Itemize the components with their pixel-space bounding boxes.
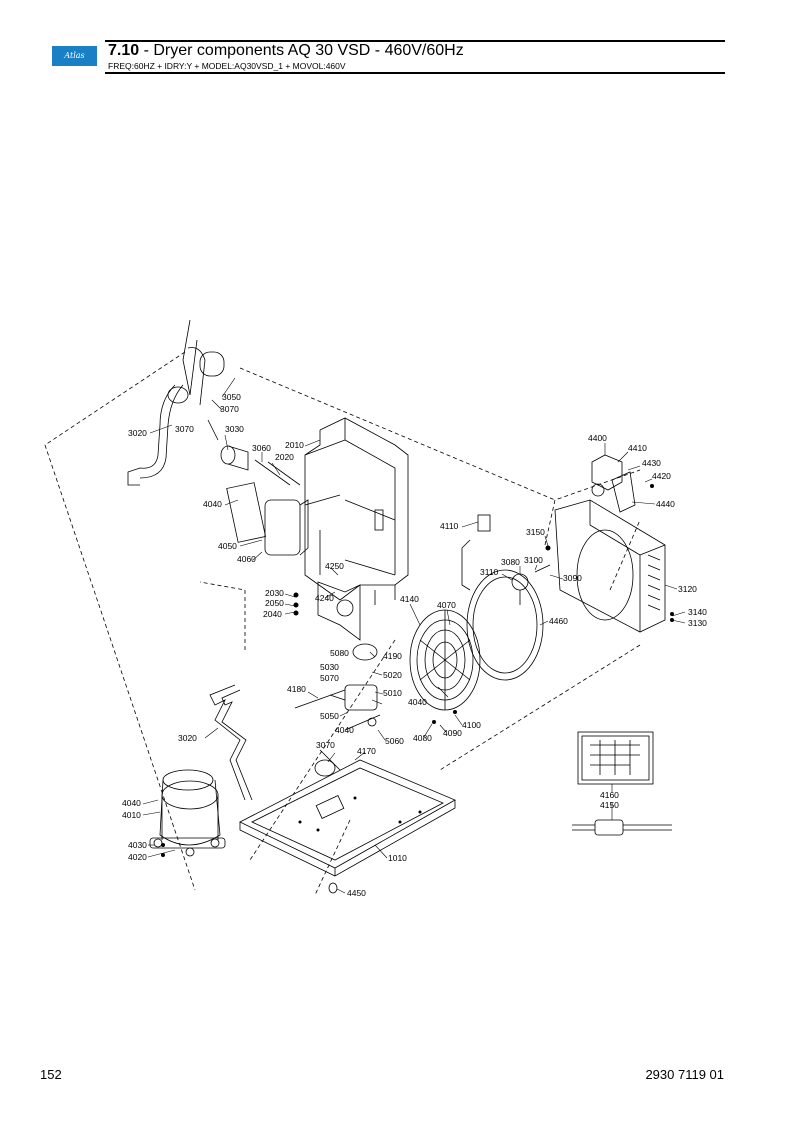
document-number: 2930 7119 01 [645, 1067, 724, 1082]
part-label: 3070 [316, 740, 335, 750]
fasteners [161, 484, 674, 857]
part-label: 3150 [526, 527, 545, 537]
part-label: 3070 [175, 424, 194, 434]
part-label: 1010 [388, 853, 407, 863]
part-label: 4040 [335, 725, 354, 735]
header-bottom-rule [105, 72, 725, 74]
part-label: 4020 [128, 852, 147, 862]
part-label: 4080 [413, 733, 432, 743]
part-label: 3030 [225, 424, 244, 434]
part-label: 3140 [688, 607, 707, 617]
part-label: 2050 [265, 598, 284, 608]
part-label: 4070 [437, 600, 456, 610]
condenser-coil [554, 499, 666, 633]
part-label: 3130 [688, 618, 707, 628]
part-label: 4420 [652, 471, 671, 481]
part-label: 4190 [383, 651, 402, 661]
part-label: 3100 [524, 555, 543, 565]
part-label: 4170 [357, 746, 376, 756]
page-number: 152 [40, 1067, 62, 1082]
part-label: 4090 [443, 728, 462, 738]
part-label: 3110 [480, 567, 499, 577]
part-label: 3080 [501, 557, 520, 567]
part-label: 4050 [218, 541, 237, 551]
part-label: 3060 [252, 443, 271, 453]
section-title: - Dryer components AQ 30 VSD - 460V/60Hz [139, 42, 464, 59]
discharge-pipe [209, 684, 253, 801]
atlas-copco-logo: Atlas Copco [52, 46, 97, 80]
part-label: 4060 [237, 554, 256, 564]
page-title: 7.10 - Dryer components AQ 30 VSD - 460V… [108, 42, 464, 60]
part-label: 5020 [383, 670, 402, 680]
leader-lines [142, 377, 686, 894]
heat-exchanger-block [304, 417, 409, 641]
part-label: 2040 [263, 609, 282, 619]
base-frame [239, 749, 456, 877]
solenoid-valve-assembly [294, 643, 381, 731]
part-label: 4430 [642, 458, 661, 468]
control-relay [591, 454, 636, 513]
part-label: 2010 [285, 440, 304, 450]
part-label: 4140 [400, 594, 419, 604]
part-label: 3020 [178, 733, 197, 743]
part-label: 4180 [287, 684, 306, 694]
compressor [149, 769, 226, 857]
part-label: 5030 [320, 662, 339, 672]
part-label: 2020 [275, 452, 294, 462]
wiring-diagram-sheet [577, 731, 654, 785]
part-label: 4410 [628, 443, 647, 453]
part-label: 4440 [656, 499, 675, 509]
part-label: 2030 [265, 588, 284, 598]
part-label: 3070 [220, 404, 239, 414]
part-label: 5010 [383, 688, 402, 698]
part-label: 3050 [222, 392, 241, 402]
part-label: 5060 [385, 736, 404, 746]
part-label: 4160 [600, 790, 619, 800]
part-label: 5050 [320, 711, 339, 721]
part-label: 4450 [347, 888, 366, 898]
section-number: 7.10 [108, 42, 140, 59]
filter-drier-parts [220, 445, 309, 556]
part-label: 4040 [408, 697, 427, 707]
condenser-fan [409, 569, 544, 711]
part-label: 4010 [122, 810, 141, 820]
part-label: 3090 [563, 573, 582, 583]
page-subtitle: FREQ:60HZ + IDRY:Y + MODEL:AQ30VSD_1 + M… [108, 61, 346, 71]
header-top-rule [105, 40, 725, 42]
part-label: 4150 [600, 800, 619, 810]
part-number-labels: 3050 3070 3070 3020 3030 3060 2010 2020 … [122, 392, 707, 898]
suction-pipe-assembly [127, 319, 225, 486]
part-label: 3120 [678, 584, 697, 594]
part-label: 4240 [315, 593, 334, 603]
part-label: 4030 [128, 840, 147, 850]
part-label: 4400 [588, 433, 607, 443]
part-label: 4040 [122, 798, 141, 808]
part-label: 5070 [320, 673, 339, 683]
part-label: 5080 [330, 648, 349, 658]
part-label: 4110 [440, 521, 459, 531]
heater-cable [572, 819, 672, 836]
part-label: 4250 [325, 561, 344, 571]
part-label: 4460 [549, 616, 568, 626]
part-label: 4100 [462, 720, 481, 730]
part-label: 3020 [128, 428, 147, 438]
part-label: 4040 [203, 499, 222, 509]
